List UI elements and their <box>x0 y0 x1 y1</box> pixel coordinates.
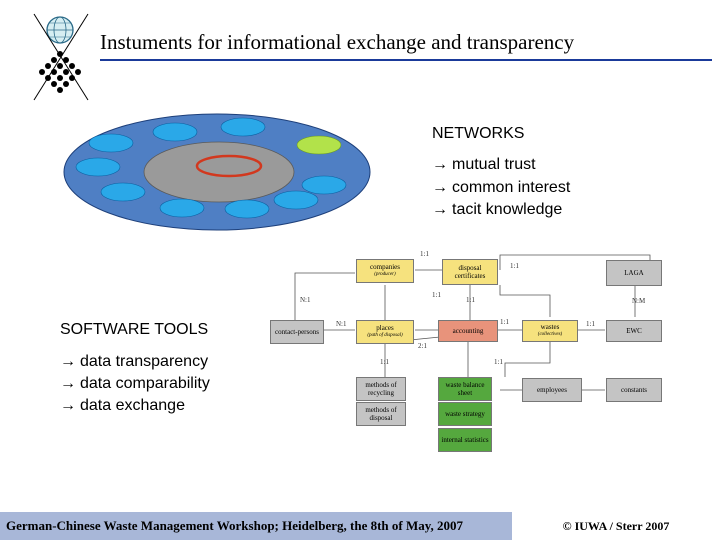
member-oval <box>100 182 146 202</box>
networks-item: →tacit knowledge <box>432 201 562 219</box>
waste-balance-sheet-box: waste balance sheet <box>438 377 492 401</box>
footer-event-text: German-Chinese Waste Management Workshop… <box>0 512 512 540</box>
places-label: places <box>376 324 394 332</box>
networks-item-label: common interest <box>452 179 571 196</box>
methods-recycling-label: methods of recycling <box>365 381 397 397</box>
arrow-icon: → <box>432 179 448 196</box>
employees-label: employees <box>537 386 567 394</box>
member-oval <box>224 199 270 219</box>
waste-strategy-label: waste strategy <box>445 410 485 418</box>
member-oval <box>88 133 134 153</box>
constants-box: constants <box>606 378 662 402</box>
internal-statistics-label: internal statistics <box>441 436 489 444</box>
title-rule <box>100 59 712 61</box>
software-item-label: data exchange <box>80 397 185 414</box>
software-item-label: data transparency <box>80 353 209 370</box>
disposal-certificates-box: disposal certificates <box>442 259 498 285</box>
network-ellipse-inner <box>143 141 295 203</box>
laga-label: LAGA <box>624 269 644 277</box>
contact-persons-label: contact-persons <box>275 328 319 336</box>
disposal-certificates-label: disposal certificates <box>454 264 486 280</box>
relation-label: N:M <box>632 297 646 305</box>
relation-label: N:1 <box>300 296 311 304</box>
constants-label: constants <box>620 386 648 394</box>
contact-persons-box: contact-persons <box>270 320 324 344</box>
logo <box>33 13 89 101</box>
member-oval-highlight <box>296 135 342 155</box>
arrow-icon: → <box>60 397 76 414</box>
companies-box: companies (producer) <box>356 259 414 283</box>
network-illustration <box>63 113 371 231</box>
relation-label: 1:1 <box>420 250 429 258</box>
relation-label: 1:1 <box>466 296 475 304</box>
networks-item-label: mutual trust <box>452 156 536 173</box>
ewc-label: EWC <box>626 327 642 335</box>
companies-label: companies <box>370 263 400 271</box>
networks-item: →mutual trust <box>432 156 536 174</box>
wastes-sub: (collectives) <box>537 332 563 337</box>
relation-label: 2:1 <box>418 342 427 350</box>
ewc-box: EWC <box>606 320 662 342</box>
accounting-box: accounting <box>438 320 498 342</box>
member-oval <box>220 117 266 137</box>
arrow-icon: → <box>432 201 448 218</box>
page-title: Instuments for informational exchange an… <box>100 30 575 54</box>
member-oval <box>273 190 319 210</box>
member-oval <box>159 198 205 218</box>
employees-box: employees <box>522 378 582 402</box>
relation-label: 1:1 <box>586 320 595 328</box>
software-heading: SOFTWARE TOOLS <box>60 321 209 338</box>
methods-disposal-label: methods of disposal <box>365 406 397 422</box>
accounting-label: accounting <box>452 327 484 335</box>
networks-heading: NETWORKS <box>432 125 525 142</box>
relation-label: 1:1 <box>500 318 509 326</box>
waste-strategy-box: waste strategy <box>438 402 492 426</box>
relation-label: 1:1 <box>380 358 389 366</box>
relation-label: 1:1 <box>494 358 503 366</box>
footer-copyright: © IUWA / Sterr 2007 <box>512 512 720 540</box>
arrow-icon: → <box>60 375 76 392</box>
internal-statistics-box: internal statistics <box>438 428 492 452</box>
methods-recycling-box: methods of recycling <box>356 377 406 401</box>
software-item-label: data comparability <box>80 375 210 392</box>
schema-connectors <box>294 254 651 391</box>
member-oval <box>75 157 121 177</box>
red-ring <box>195 154 263 178</box>
companies-sub: (producer) <box>374 272 396 277</box>
dot-grid <box>39 51 81 93</box>
wastes-box: wastes (collectives) <box>522 320 578 342</box>
arrow-icon: → <box>60 353 76 370</box>
relation-label: 1:1 <box>510 262 519 270</box>
arrow-icon: → <box>432 156 448 173</box>
wastes-label: wastes <box>540 323 560 331</box>
software-item: →data exchange <box>60 397 185 415</box>
places-box: places (path of disposal) <box>356 320 414 344</box>
member-oval <box>301 175 347 195</box>
laga-box: LAGA <box>606 260 662 286</box>
member-ovals <box>75 117 347 219</box>
relation-label: N:1 <box>336 320 347 328</box>
networks-item-label: tacit knowledge <box>452 201 563 218</box>
networks-item: →common interest <box>432 179 570 197</box>
globe-icon <box>46 16 74 44</box>
places-sub: (path of disposal) <box>367 333 403 338</box>
methods-disposal-box: methods of disposal <box>356 402 406 426</box>
software-item: →data transparency <box>60 353 208 371</box>
member-oval <box>152 122 198 142</box>
software-item: →data comparability <box>60 375 210 393</box>
relation-label: 1:1 <box>432 291 441 299</box>
waste-balance-sheet-label: waste balance sheet <box>445 381 485 397</box>
